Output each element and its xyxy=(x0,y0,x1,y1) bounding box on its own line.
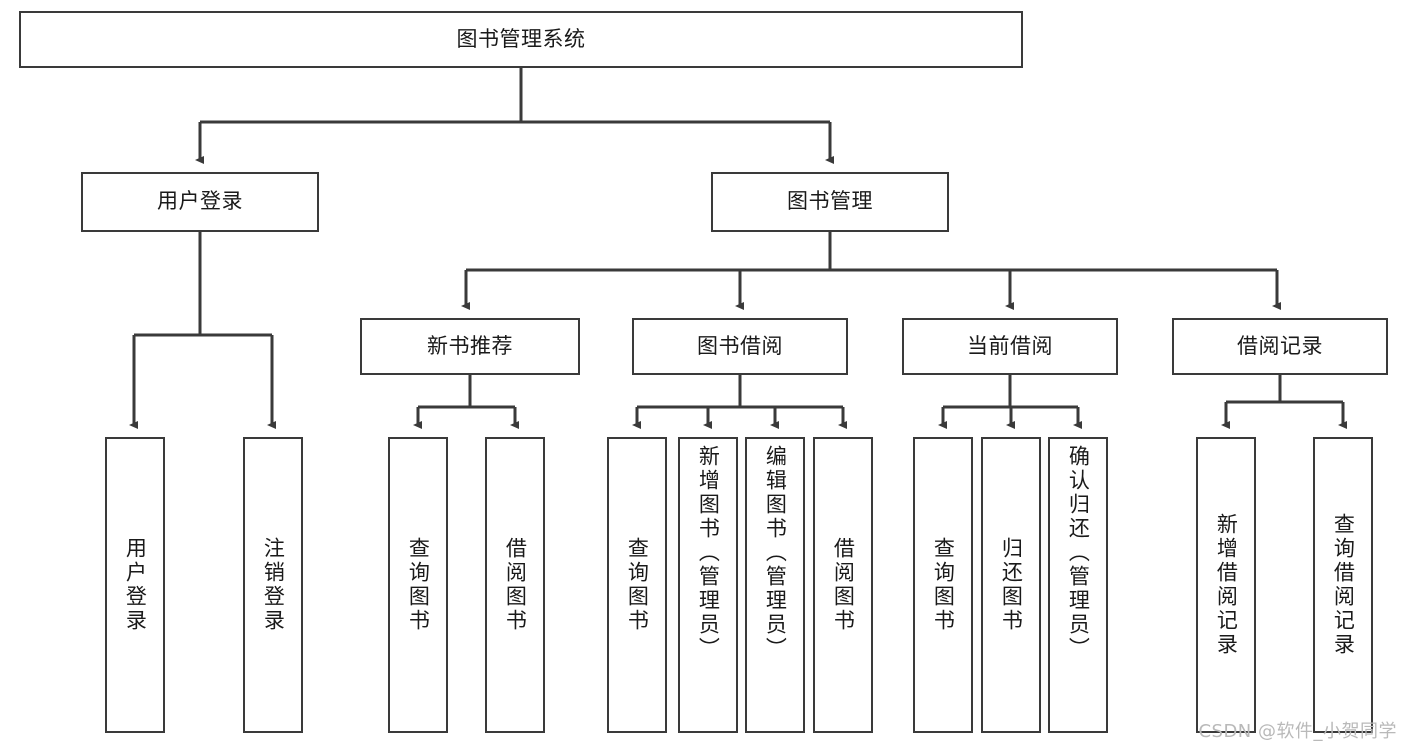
leaf-return-book-label: 归还图书 xyxy=(999,537,1024,633)
leaf-add-book-admin-label: 新增图书（管理员） xyxy=(696,445,721,661)
node-user-login-label: 用户登录 xyxy=(157,189,243,214)
leaf-logout-login[interactable]: 注销登录 xyxy=(243,437,303,733)
leaf-query-borrow-record-label: 查询借阅记录 xyxy=(1331,513,1356,657)
leaf-user-login[interactable]: 用户登录 xyxy=(105,437,165,733)
node-root-label: 图书管理系统 xyxy=(456,26,586,51)
node-user-login[interactable]: 用户登录 xyxy=(81,172,319,232)
leaf-query-borrow-record[interactable]: 查询借阅记录 xyxy=(1313,437,1373,733)
node-new-book-recommend[interactable]: 新书推荐 xyxy=(360,318,580,375)
leaf-edit-book-admin-label: 编辑图书（管理员） xyxy=(763,445,788,661)
leaf-borrow-book-recommend-label: 借阅图书 xyxy=(503,537,528,633)
node-current-borrow-label: 当前借阅 xyxy=(967,333,1053,358)
node-borrow-record-label: 借阅记录 xyxy=(1237,333,1323,358)
node-book-borrow[interactable]: 图书借阅 xyxy=(632,318,848,375)
leaf-query-book-label: 查询图书 xyxy=(625,537,650,633)
node-new-book-recommend-label: 新书推荐 xyxy=(427,333,513,358)
leaf-query-book[interactable]: 查询图书 xyxy=(607,437,667,733)
leaf-add-borrow-record-label: 新增借阅记录 xyxy=(1214,513,1239,657)
node-book-manage[interactable]: 图书管理 xyxy=(711,172,949,232)
leaf-borrow-book-label: 借阅图书 xyxy=(831,537,856,633)
leaf-query-book-recommend-label: 查询图书 xyxy=(406,537,431,633)
leaf-return-book[interactable]: 归还图书 xyxy=(981,437,1041,733)
node-book-borrow-label: 图书借阅 xyxy=(697,333,783,358)
leaf-add-book-admin[interactable]: 新增图书（管理员） xyxy=(678,437,738,733)
leaf-borrow-book-recommend[interactable]: 借阅图书 xyxy=(485,437,545,733)
leaf-logout-login-label: 注销登录 xyxy=(261,537,286,633)
leaf-add-borrow-record[interactable]: 新增借阅记录 xyxy=(1196,437,1256,733)
leaf-borrow-book[interactable]: 借阅图书 xyxy=(813,437,873,733)
leaf-query-book-current[interactable]: 查询图书 xyxy=(913,437,973,733)
csdn-watermark: CSDN @软件_小贺同学 xyxy=(1198,721,1397,742)
leaf-user-login-label: 用户登录 xyxy=(123,537,148,633)
leaf-confirm-return-admin[interactable]: 确认归还（管理员） xyxy=(1048,437,1108,733)
leaf-edit-book-admin[interactable]: 编辑图书（管理员） xyxy=(745,437,805,733)
leaf-confirm-return-admin-label: 确认归还（管理员） xyxy=(1066,445,1091,661)
node-book-manage-label: 图书管理 xyxy=(787,189,873,214)
node-root[interactable]: 图书管理系统 xyxy=(19,11,1023,68)
leaf-query-book-recommend[interactable]: 查询图书 xyxy=(388,437,448,733)
node-current-borrow[interactable]: 当前借阅 xyxy=(902,318,1118,375)
leaf-query-book-current-label: 查询图书 xyxy=(931,537,956,633)
node-borrow-record[interactable]: 借阅记录 xyxy=(1172,318,1388,375)
